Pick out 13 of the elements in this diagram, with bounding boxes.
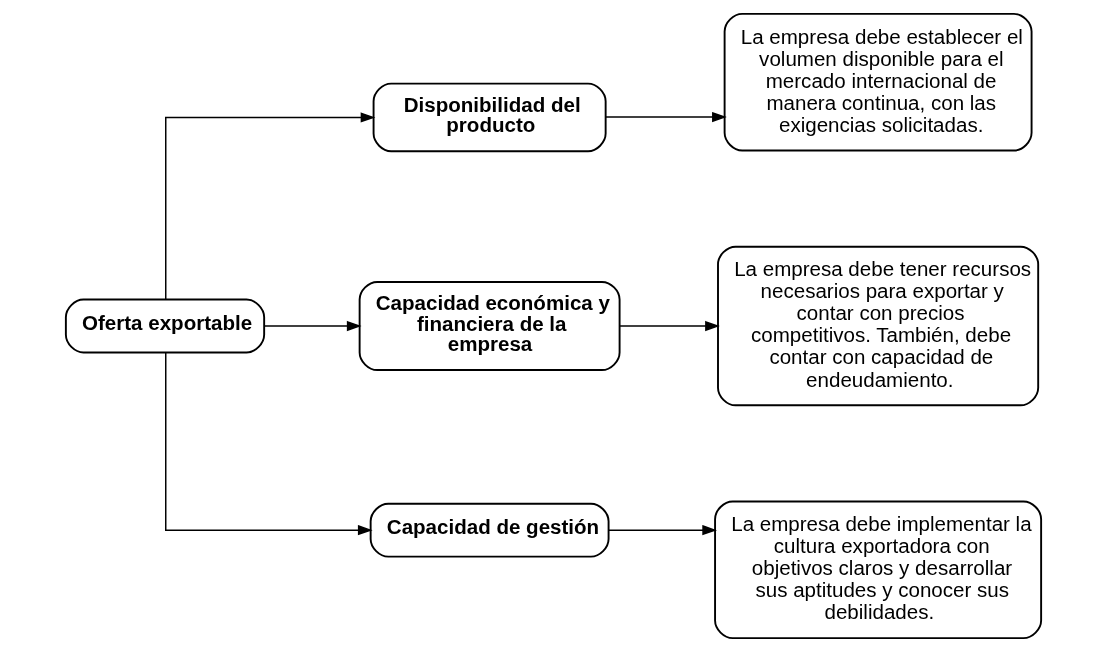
arrow	[165, 112, 376, 300]
arrow	[165, 351, 373, 536]
arrow	[263, 320, 362, 332]
arrow	[604, 111, 727, 123]
node-box: Capacidad de gestión	[369, 502, 610, 558]
arrow	[608, 525, 717, 536]
arrow	[619, 320, 720, 332]
node-box: La empresa debe tener recursos necesarios para exportar y contar con precios competitivos. También, debe contar con capacidad de endeudamiento.	[717, 245, 1040, 407]
node-box: Capacidad económica y financiera de la empresa	[358, 281, 621, 371]
node-box: Disponibilidad del producto	[372, 82, 607, 153]
node-box: La empresa debe implementar la cultura exportadora con objetivos claros y desarrollar sus aptitudes y conocer sus debilidades.	[714, 500, 1043, 640]
node-box: Oferta exportable	[64, 298, 266, 354]
node-box: La empresa debe establecer el volumen disponible para el mercado internacional de manera continua, con las exigencias solicitadas.	[723, 12, 1033, 152]
